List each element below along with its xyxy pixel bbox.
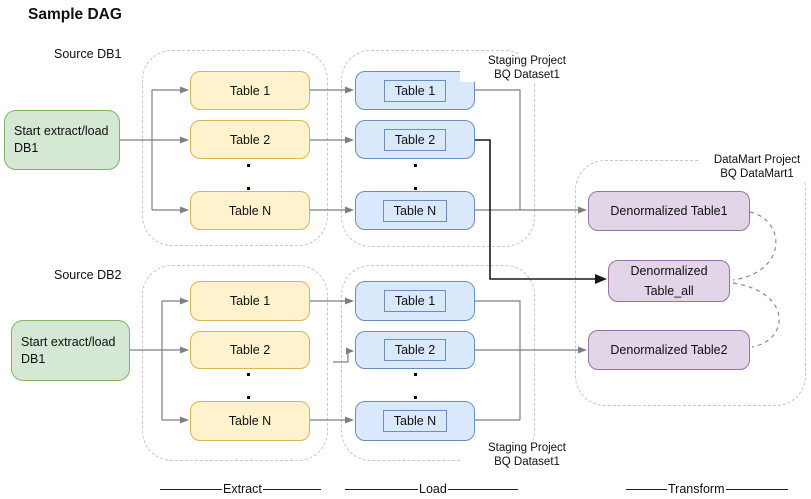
- staging-label-db2: Staging Project BQ Dataset1: [460, 441, 594, 469]
- extract-table-db2-n: Table N: [190, 401, 310, 441]
- datamart-group: [575, 160, 806, 406]
- ellipsis-dot: [247, 373, 250, 376]
- ellipsis-dot: [247, 396, 250, 399]
- datamart-label-line1: DataMart Project: [713, 154, 801, 166]
- ellipsis-dot: [414, 396, 417, 399]
- stage-line: [160, 488, 222, 490]
- extract-group-db1: [142, 50, 328, 246]
- extract-table-db1-n: Table N: [190, 191, 310, 230]
- datamart-label: DataMart Project BQ DataMart1: [700, 153, 811, 181]
- stage-line: [447, 488, 518, 490]
- source-db1-label: Source DB1: [54, 47, 122, 61]
- staging-label-db1-line2: BQ Dataset1: [494, 69, 560, 81]
- load-table-db1-2: Table 2: [355, 120, 475, 159]
- ellipsis-dot: [414, 164, 417, 167]
- stage-transform-label: Transform: [668, 482, 725, 496]
- staging-label-db1: Staging Project BQ Dataset1: [460, 54, 594, 82]
- load-table-db1-2-inner: Table 2: [383, 128, 447, 151]
- staging-label-db2-line1: Staging Project: [488, 442, 566, 454]
- start-node-db2: Start extract/load DB1: [11, 320, 130, 381]
- load-table-db1-n: Table N: [355, 191, 475, 230]
- start-node-db2-line1: Start extract/load: [21, 334, 116, 349]
- extract-table-db1-1: Table 1: [190, 71, 310, 110]
- load-table-db2-1-inner: Table 1: [383, 290, 447, 312]
- ellipsis-dot: [414, 373, 417, 376]
- ellipsis-dot: [247, 187, 250, 190]
- staging-label-db1-line1: Staging Project: [488, 55, 566, 67]
- denormalized-table1-node: Denormalized Table1: [588, 191, 750, 231]
- extract-group-db2: [142, 265, 328, 461]
- stage-extract-label: Extract: [223, 482, 262, 496]
- stage-line: [626, 488, 667, 490]
- stage-line: [262, 488, 321, 490]
- load-table-db2-2: Table 2: [355, 331, 475, 369]
- stage-line: [725, 488, 788, 490]
- extract-table-db2-1: Table 1: [190, 281, 310, 321]
- load-table-db1-1-inner: Table 1: [383, 79, 447, 102]
- load-group-db2: [341, 265, 535, 461]
- load-table-db1-1: Table 1: [355, 71, 475, 110]
- start-node-db1-line1: Start extract/load: [14, 124, 109, 138]
- denormalized-table-all-node: Denormalized Table_all: [608, 260, 730, 302]
- load-table-db2-n-inner: Table N: [382, 410, 448, 432]
- stage-load: Load: [345, 482, 518, 496]
- extract-table-db2-2: Table 2: [190, 331, 310, 369]
- denormalized-table-all-line2: Table_all: [644, 284, 694, 298]
- denormalized-table2-node: Denormalized Table2: [588, 330, 750, 370]
- staging-label-db2-line2: BQ Dataset1: [494, 456, 560, 468]
- extract-table-db1-2: Table 2: [190, 120, 310, 159]
- page-title: Sample DAG: [28, 6, 122, 23]
- load-table-db2-2-inner: Table 2: [383, 339, 447, 361]
- load-group-db1: [341, 50, 535, 247]
- load-table-db2-1: Table 1: [355, 281, 475, 321]
- ellipsis-dot: [247, 164, 250, 167]
- start-node-db1: Start extract/load DB1: [4, 110, 120, 170]
- stage-transform: Transform: [626, 482, 788, 496]
- stage-extract: Extract: [160, 482, 321, 496]
- start-node-db1-line2: DB1: [14, 141, 39, 155]
- start-node-db2-line2: DB1: [21, 351, 46, 366]
- datamart-label-line2: BQ DataMart1: [720, 168, 794, 180]
- denormalized-table-all-line1: Denormalized: [630, 264, 708, 278]
- ellipsis-dot: [414, 187, 417, 190]
- load-table-db1-n-inner: Table N: [382, 199, 448, 222]
- stage-line: [345, 488, 418, 490]
- source-db2-label: Source DB2: [54, 268, 122, 282]
- stage-load-label: Load: [419, 482, 447, 496]
- load-table-db2-n: Table N: [355, 401, 475, 441]
